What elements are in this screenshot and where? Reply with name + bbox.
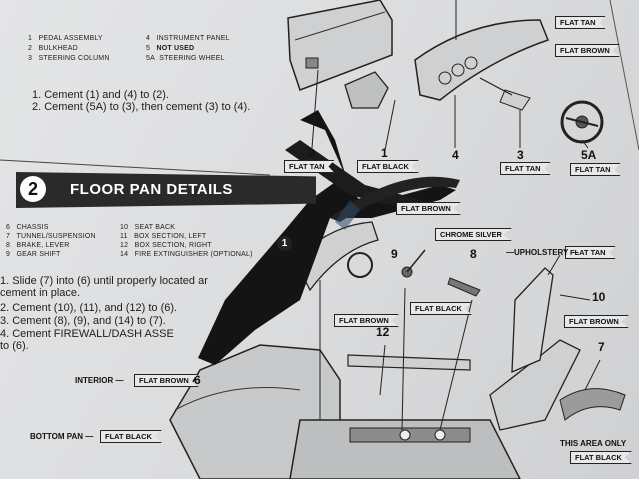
part-number: 5A (581, 148, 597, 162)
paint-tag: FLAT TAN (555, 16, 606, 29)
step-text: to (6). (0, 340, 29, 352)
part-number: 1 (277, 236, 292, 251)
legend-item: 2 BULKHEAD (28, 45, 78, 52)
legend-item: 12 BOX SECTION, RIGHT (120, 242, 212, 249)
paint-tag: FLAT BROWN (396, 202, 461, 215)
paint-tag: CHROME SILVER (435, 228, 512, 241)
section-number: 2 (20, 176, 46, 202)
paint-tag: FLAT BLACK (357, 160, 419, 173)
step-text: 2. Cement (5A) to (3), then cement (3) t… (32, 101, 251, 113)
paint-tag: FLAT BROWN (564, 315, 629, 328)
step-text: 1. Cement (1) and (4) to (2). (32, 89, 169, 101)
paint-tag: FLAT TAN (570, 163, 621, 176)
paint-tag: FLAT BROWN (555, 44, 620, 57)
paint-tag: FLAT BLACK (100, 430, 162, 443)
part-number: 4 (452, 148, 459, 162)
part-number: 2 (308, 146, 315, 160)
legend-item: 9 GEAR SHIFT (6, 251, 61, 258)
step-text: 3. Cement (8), (9), and (14) to (7). (0, 315, 166, 327)
black-part-photo (198, 110, 460, 365)
legend-item: 5A STEERING WHEEL (146, 55, 225, 62)
paint-tag: FLAT TAN (284, 160, 335, 173)
paint-tag: FLAT TAN (500, 162, 551, 175)
part-number: 6 (194, 373, 201, 387)
legend-item: 1 PEDAL ASSEMBLY (28, 35, 103, 42)
paint-tag: FLAT BROWN (134, 374, 199, 387)
part-number: 7 (598, 340, 605, 354)
step-text: 4. Cement FIREWALL/DASH ASSE (0, 328, 174, 340)
legend-item: 5 NOT USED (146, 45, 195, 52)
part-number: 3 (517, 148, 524, 162)
label-text: BOTTOM PAN — (30, 432, 94, 441)
label-text: INTERIOR — (75, 376, 124, 385)
step-text: cement in place. (0, 287, 81, 299)
section-banner (16, 172, 316, 208)
step-text: 1. Slide (7) into (6) until properly loc… (0, 275, 208, 287)
paint-tag: FLAT BLACK (410, 302, 472, 315)
legend-item: 4 INSTRUMENT PANEL (146, 35, 230, 42)
part-number: 1 (381, 146, 388, 160)
paint-tag: FLAT BROWN (334, 314, 399, 327)
part-number: 12 (376, 325, 390, 339)
legend-item: 7 TUNNEL/SUSPENSION (6, 233, 96, 240)
part-number: 9 (391, 247, 398, 261)
legend-item: 11 BOX SECTION, LEFT (120, 233, 207, 240)
legend-item: 14 FIRE EXTINGUISHER (OPTIONAL) (120, 251, 253, 258)
part-number: 8 (470, 247, 477, 261)
part-number: 10 (592, 290, 606, 304)
step-text: 2. Cement (10), (11), and (12) to (6). (0, 302, 178, 314)
label-text: —UPHOLSTERY — (506, 248, 579, 257)
section-title: FLOOR PAN DETAILS (70, 181, 233, 198)
legend-item: 6 CHASSIS (6, 224, 49, 231)
paint-tag: FLAT BLACK (570, 451, 632, 464)
legend-item: 10 SEAT BACK (120, 224, 176, 231)
legend-item: 3 STEERING COLUMN (28, 55, 110, 62)
label-text: THIS AREA ONLY (560, 439, 627, 448)
legend-item: 8 BRAKE, LEVER (6, 242, 70, 249)
